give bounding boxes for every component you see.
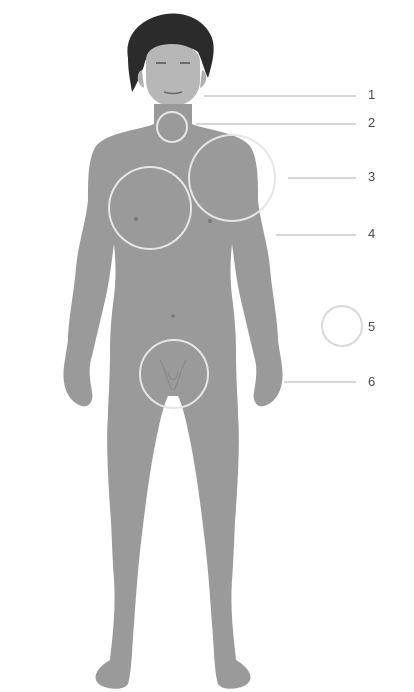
- callout-label-5: 5: [368, 319, 375, 334]
- callout-label-1: 1: [368, 87, 375, 102]
- callout-label-6: 6: [368, 374, 375, 389]
- highlight-circle-standalone: [322, 306, 362, 346]
- ear-right: [200, 70, 206, 88]
- face: [146, 44, 200, 106]
- body-silhouette: [63, 104, 282, 689]
- nipple-left: [134, 217, 138, 221]
- navel: [171, 314, 175, 318]
- callout-label-3: 3: [368, 169, 375, 184]
- callout-label-2: 2: [368, 115, 375, 130]
- callout-label-4: 4: [368, 226, 375, 241]
- nipple-right: [208, 219, 212, 223]
